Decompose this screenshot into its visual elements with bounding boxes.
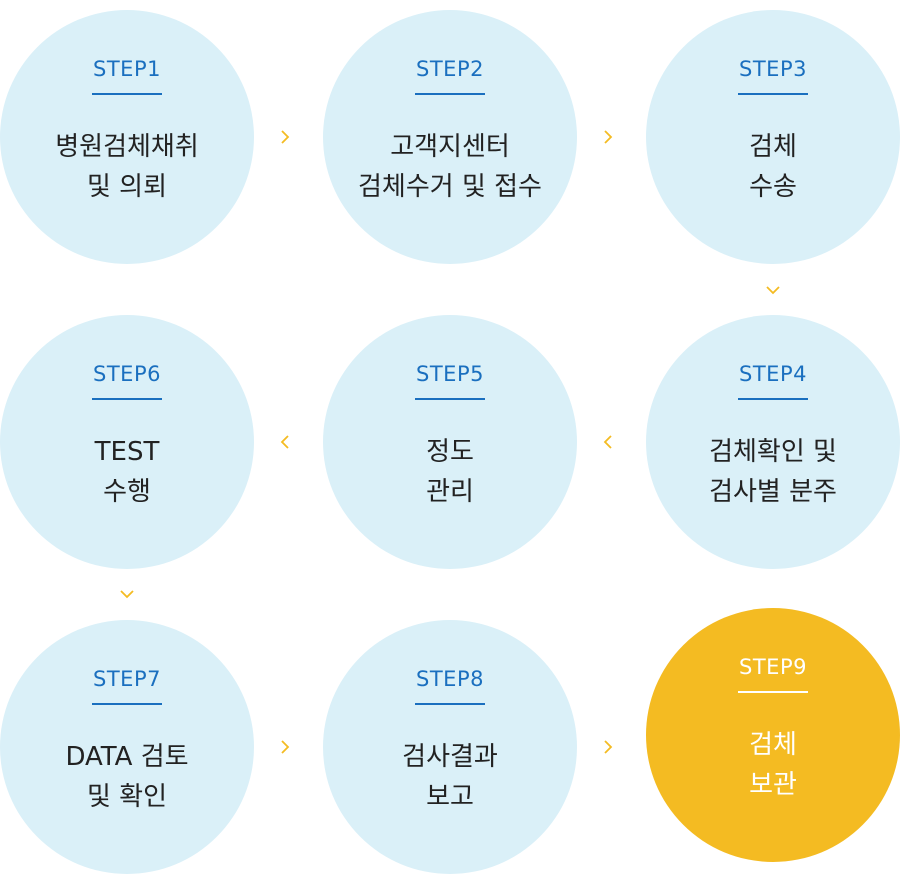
step-title-line: 고객지센터 [390,132,510,162]
step-title-line: 검체 [749,730,797,760]
step-title-line: 검사별 분주 [709,477,837,507]
step-9: STEP9 검체 보관 [646,608,900,862]
step-1: STEP1 병원검체채취 및 의뢰 [0,10,254,264]
step-label: STEP8 [416,667,484,691]
step-title-line: 병원검체채취 [55,132,199,162]
step-title: 검체확인 및 검사별 분주 [656,432,890,512]
chevron-right-icon [598,127,618,147]
step-title-line: 보관 [749,770,797,800]
step-title: DATA 검토 및 확인 [10,737,244,817]
step-title: 검체 보관 [656,725,890,805]
step-title: 병원검체채취 및 의뢰 [10,127,244,207]
chevron-left-icon [275,432,295,452]
chevron-left-icon [598,432,618,452]
chevron-down-icon [117,584,137,604]
step-7: STEP7 DATA 검토 및 확인 [0,620,254,874]
step-label: STEP6 [93,362,161,386]
chevron-right-icon [598,737,618,757]
step-title-line: 검체확인 및 [709,437,837,467]
step-title-line: 검체수거 및 접수 [358,172,542,202]
step-underline [738,691,808,693]
step-2: STEP2 고객지센터 검체수거 및 접수 [323,10,577,264]
step-underline [415,703,485,705]
step-title-line: 관리 [426,477,474,507]
step-label: STEP4 [739,362,807,386]
step-title: TEST 수행 [10,432,244,512]
step-title-line: 보고 [426,782,474,812]
step-label: STEP1 [93,57,161,81]
step-underline [738,93,808,95]
chevron-right-icon [275,737,295,757]
step-title: 검사결과 보고 [333,737,567,817]
step-title-line: DATA 검토 [65,742,189,772]
step-title-line: 수행 [103,477,151,507]
step-title-line: TEST [94,437,160,467]
step-underline [92,93,162,95]
step-label: STEP3 [739,57,807,81]
chevron-down-icon [763,280,783,300]
step-underline [415,398,485,400]
step-title: 정도 관리 [333,432,567,512]
step-label: STEP9 [739,655,807,679]
step-label: STEP5 [416,362,484,386]
step-title-line: 검체 [749,132,797,162]
step-title-line: 검사결과 [402,742,498,772]
step-title-line: 및 의뢰 [86,172,168,202]
step-label: STEP7 [93,667,161,691]
step-3: STEP3 검체 수송 [646,10,900,264]
step-underline [415,93,485,95]
step-underline [738,398,808,400]
step-title-line: 수송 [749,172,797,202]
step-label: STEP2 [416,57,484,81]
chevron-right-icon [275,127,295,147]
step-underline [92,398,162,400]
step-8: STEP8 검사결과 보고 [323,620,577,874]
step-title-line: 및 확인 [86,782,168,812]
step-title: 고객지센터 검체수거 및 접수 [333,127,567,207]
step-6: STEP6 TEST 수행 [0,315,254,569]
step-5: STEP5 정도 관리 [323,315,577,569]
step-title-line: 정도 [426,437,474,467]
step-title: 검체 수송 [656,127,890,207]
step-underline [92,703,162,705]
step-4: STEP4 검체확인 및 검사별 분주 [646,315,900,569]
